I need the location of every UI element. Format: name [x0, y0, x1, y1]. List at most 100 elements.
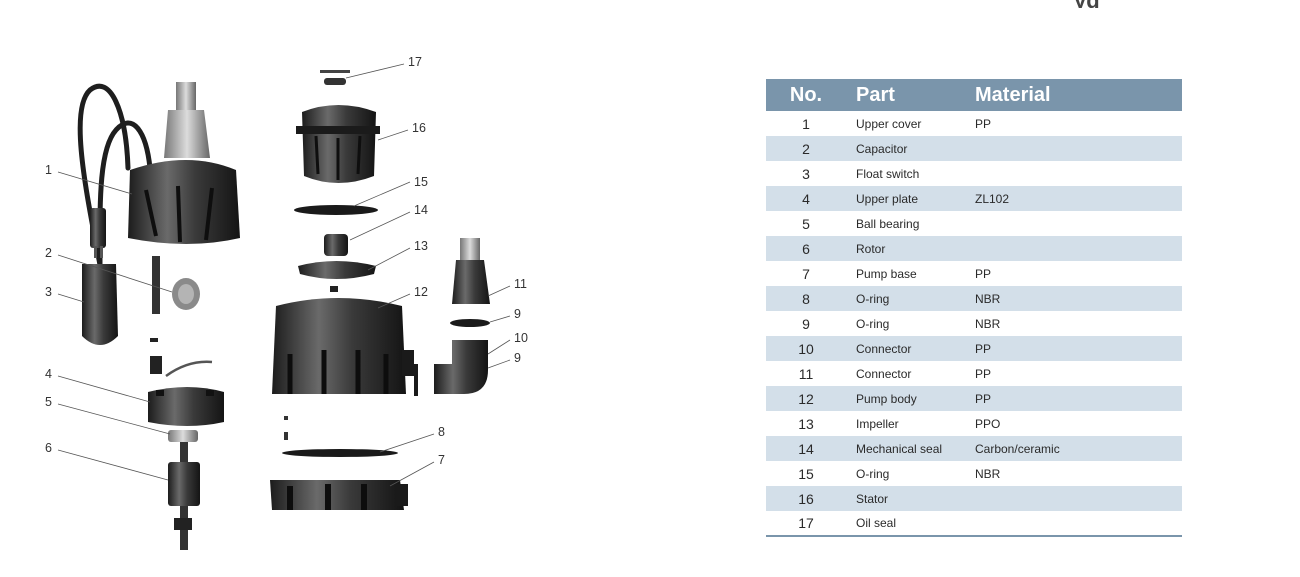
cell-part: Ball bearing [856, 216, 920, 231]
callout-3: 3 [45, 285, 52, 299]
part-ball-bearing [168, 430, 198, 442]
cell-material: ZL102 [975, 191, 1010, 206]
part-connector-11 [452, 238, 490, 304]
callout-17: 17 [408, 55, 422, 69]
cell-material: PPO [975, 416, 1001, 431]
callout-13: 13 [414, 239, 428, 253]
cell-part: O-ring [856, 316, 890, 331]
column-header-no: No. [789, 83, 823, 106]
cell-no: 4 [802, 190, 810, 207]
part-impeller [298, 261, 376, 292]
cell-part: Oil seal [846, 511, 973, 537]
part-oring-9b [414, 364, 418, 396]
cell-no: 5 [802, 215, 810, 232]
callout-4: 4 [45, 367, 52, 381]
callout-5: 5 [45, 395, 52, 409]
table-row: 11 Connector PP [766, 361, 1182, 386]
callout-14: 14 [414, 203, 428, 217]
cell-no: 15 [798, 465, 814, 482]
cell-material: PP [975, 266, 992, 281]
part-connector-10 [434, 340, 488, 394]
cell-part: Impeller [856, 416, 899, 431]
cell-part: Rotor [856, 241, 886, 256]
cell-part: Upper cover [856, 116, 922, 131]
cell-part: Upper plate [856, 191, 919, 206]
exploded-view-diagram: 1 2 3 4 5 6 17 16 15 14 13 12 8 7 11 9 1… [28, 50, 548, 570]
part-oring-8 [282, 416, 398, 457]
power-plug [90, 208, 106, 258]
cell-part: O-ring [856, 466, 890, 481]
table-row: 15 O-ring NBR [766, 461, 1182, 486]
cell-material: NBR [975, 466, 1001, 481]
callout-11: 11 [514, 277, 527, 291]
cell-no: 1 [802, 115, 810, 132]
cell-material [973, 236, 1182, 261]
cell-no: 10 [798, 340, 814, 357]
cell-part: Float switch [856, 166, 920, 181]
cell-material [973, 136, 1182, 161]
cell-part: Pump base [856, 266, 917, 281]
cell-no: 14 [798, 440, 814, 457]
callout-12: 12 [414, 285, 428, 299]
part-oring-15 [294, 205, 378, 215]
part-upper-cover [128, 160, 240, 244]
cell-no: 2 [802, 140, 810, 157]
table-row: 14 Mechanical seal Carbon/ceramic [766, 436, 1182, 461]
callout-1: 1 [45, 163, 52, 177]
cell-no: 11 [798, 365, 814, 382]
exploded-view-drawing [57, 63, 511, 550]
cropped-header-text: ÿg [1040, 0, 1150, 8]
cell-material: PP [975, 391, 992, 406]
cell-no: 3 [802, 165, 810, 182]
callout-6: 6 [45, 441, 52, 455]
part-oring-9a [450, 319, 490, 327]
cell-no: 9 [802, 315, 810, 332]
cell-part: Mechanical seal [856, 441, 943, 456]
cell-no: 8 [802, 290, 810, 307]
table-row: 4 Upper plate ZL102 [766, 186, 1182, 211]
cell-no: 16 [798, 490, 814, 507]
table-row: 16 Stator [766, 486, 1182, 511]
cell-part: O-ring [856, 291, 890, 306]
callout-10: 10 [514, 331, 528, 345]
table-row: 5 Ball bearing [766, 211, 1182, 236]
part-bracket [150, 338, 213, 378]
part-capacitor [152, 256, 200, 314]
cell-material [973, 486, 1182, 511]
callout-2: 2 [45, 246, 52, 260]
cell-part: Connector [856, 366, 912, 381]
column-header-material: Material [975, 83, 1051, 106]
part-upper-plate [148, 387, 224, 426]
callout-9-side: 9 [514, 351, 521, 365]
callout-8: 8 [438, 425, 445, 439]
callout-16: 16 [412, 121, 426, 135]
part-pump-body [272, 298, 414, 394]
cell-no: 7 [802, 265, 810, 282]
table-row: 9 O-ring NBR [766, 311, 1182, 336]
part-rotor [168, 442, 200, 550]
part-float-switch [82, 264, 118, 345]
cell-material [973, 511, 1182, 537]
cell-no: 12 [798, 390, 814, 407]
cell-material: NBR [975, 316, 1001, 331]
cell-material [973, 161, 1182, 186]
cell-material: PP [975, 116, 992, 131]
table-row: 1 Upper cover PP [766, 111, 1182, 136]
cell-material: Carbon/ceramic [975, 441, 1060, 456]
table-header-row: No. Part Material [766, 79, 1182, 111]
table-row: 7 Pump base PP [766, 261, 1182, 286]
cell-material: PP [975, 341, 992, 356]
cell-part: Stator [856, 491, 889, 506]
table-row: 3 Float switch [766, 161, 1182, 186]
column-header-part: Part [856, 83, 895, 106]
part-stator [296, 105, 380, 183]
callout-15: 15 [414, 175, 428, 189]
callout-leader-lines [57, 63, 511, 487]
cell-material: PP [975, 366, 992, 381]
